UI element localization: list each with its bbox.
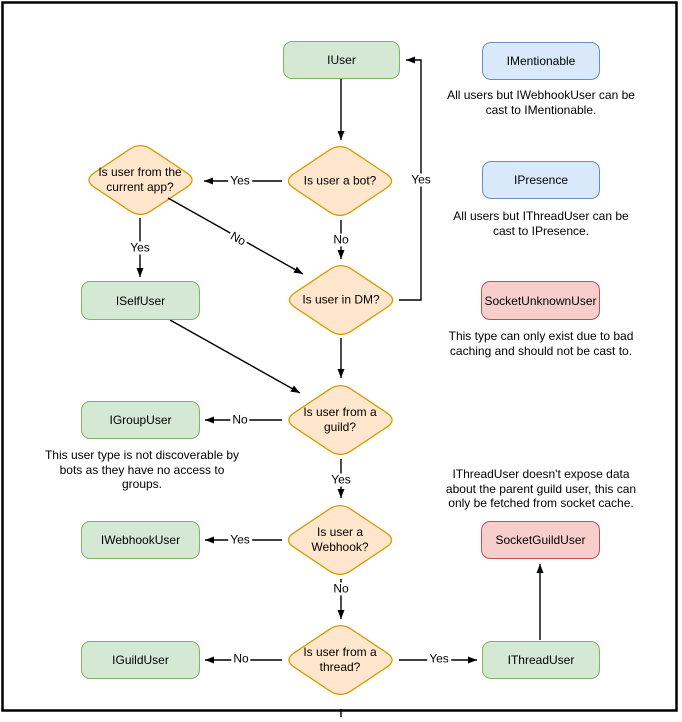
decision-is-guild-label: Is user from a guild? <box>303 405 377 434</box>
edge-label-thread-to-guilduser: No <box>231 651 251 666</box>
node-socket-unknown-user-label: SocketUnknownUser <box>484 293 597 308</box>
decision-is-current-app-label: Is user from the current app? <box>98 165 182 194</box>
caption-line: groups. <box>121 477 163 491</box>
edge-label-guild-to-webhook: Yes <box>329 472 353 487</box>
node-iuser: IUser <box>283 41 400 79</box>
node-iwebhook-user-label: IWebhookUser <box>100 533 181 547</box>
caption-line: This user type is not discoverable by <box>44 448 240 462</box>
caption-line: All users but IWebhookUser can be <box>447 88 635 102</box>
caption-line: IThreadUser doesn't expose data <box>452 467 630 481</box>
edge-label-dm-to-iuser: Yes <box>409 172 433 187</box>
node-ipresence-label: IPresence <box>513 173 569 187</box>
caption-ithread-note: IThreadUser doesn't expose data about th… <box>431 467 651 511</box>
node-imentionable-label: IMentionable <box>506 54 576 68</box>
diagram-frame <box>1 1 678 712</box>
caption-socket-unknown-note: This type can only exist due to bad cach… <box>431 329 651 358</box>
node-socket-guild-user: SocketGuildUser <box>481 521 600 559</box>
edge-label-current-app-to-self: Yes <box>128 240 152 255</box>
node-ipresence: IPresence <box>482 161 600 199</box>
caption-line: caching and should not be cast to. <box>449 343 633 358</box>
caption-line: cast to IPresence. <box>492 223 590 238</box>
node-iguild-user-label: IGuildUser <box>112 653 169 667</box>
node-ithread-user: IThreadUser <box>482 641 600 679</box>
caption-imentionable-note: All users but IWebhookUser can be cast t… <box>431 88 651 117</box>
edge-label-webhook-to-thread: No <box>331 581 351 596</box>
node-socket-guild-user-label: SocketGuildUser <box>495 533 586 547</box>
caption-line: cast to IMentionable. <box>485 102 597 117</box>
caption-ipresence-note: All users but IThreadUser can be cast to… <box>431 209 651 238</box>
node-iwebhook-user: IWebhookUser <box>81 521 200 559</box>
caption-line: All users but IThreadUser can be <box>453 209 629 223</box>
edge-label-webhook-to-webhookuser: Yes <box>228 532 252 547</box>
node-igroup-user: IGroupUser <box>81 401 200 439</box>
node-iself-user: ISelfUser <box>81 281 200 320</box>
node-igroup-user-label: IGroupUser <box>109 413 172 427</box>
node-socket-unknown-user: SocketUnknownUser <box>481 281 600 320</box>
decision-is-thread-label: Is user from a thread? <box>303 645 377 674</box>
caption-igroup-note: This user type is not discoverable by bo… <box>32 448 252 492</box>
caption-line: bots as they have no access to <box>59 462 225 477</box>
edge-label-bot-to-current-app: Yes <box>228 173 252 188</box>
caption-line: only be fetched from socket cache. <box>448 496 634 510</box>
edge-label-bot-to-dm: No <box>331 232 351 247</box>
node-imentionable: IMentionable <box>482 42 600 80</box>
node-iself-user-label: ISelfUser <box>115 293 166 308</box>
caption-line: about the parent guild user, this can <box>445 481 637 496</box>
decision-is-webhook-label: Is user a Webhook? <box>311 525 369 554</box>
connector-self-to-guild <box>169 319 301 394</box>
node-iguild-user: IGuildUser <box>81 641 200 679</box>
node-ithread-user-label: IThreadUser <box>507 653 575 667</box>
node-iuser-label: IUser <box>327 53 356 67</box>
decision-is-bot-label: Is user a bot? <box>303 173 377 188</box>
caption-line: This type can only exist due to bad <box>448 329 634 343</box>
edge-label-guild-to-group: No <box>230 412 250 427</box>
edge-label-thread-to-threaduser: Yes <box>427 651 451 666</box>
decision-is-dm-label: Is user in DM? <box>302 292 380 307</box>
